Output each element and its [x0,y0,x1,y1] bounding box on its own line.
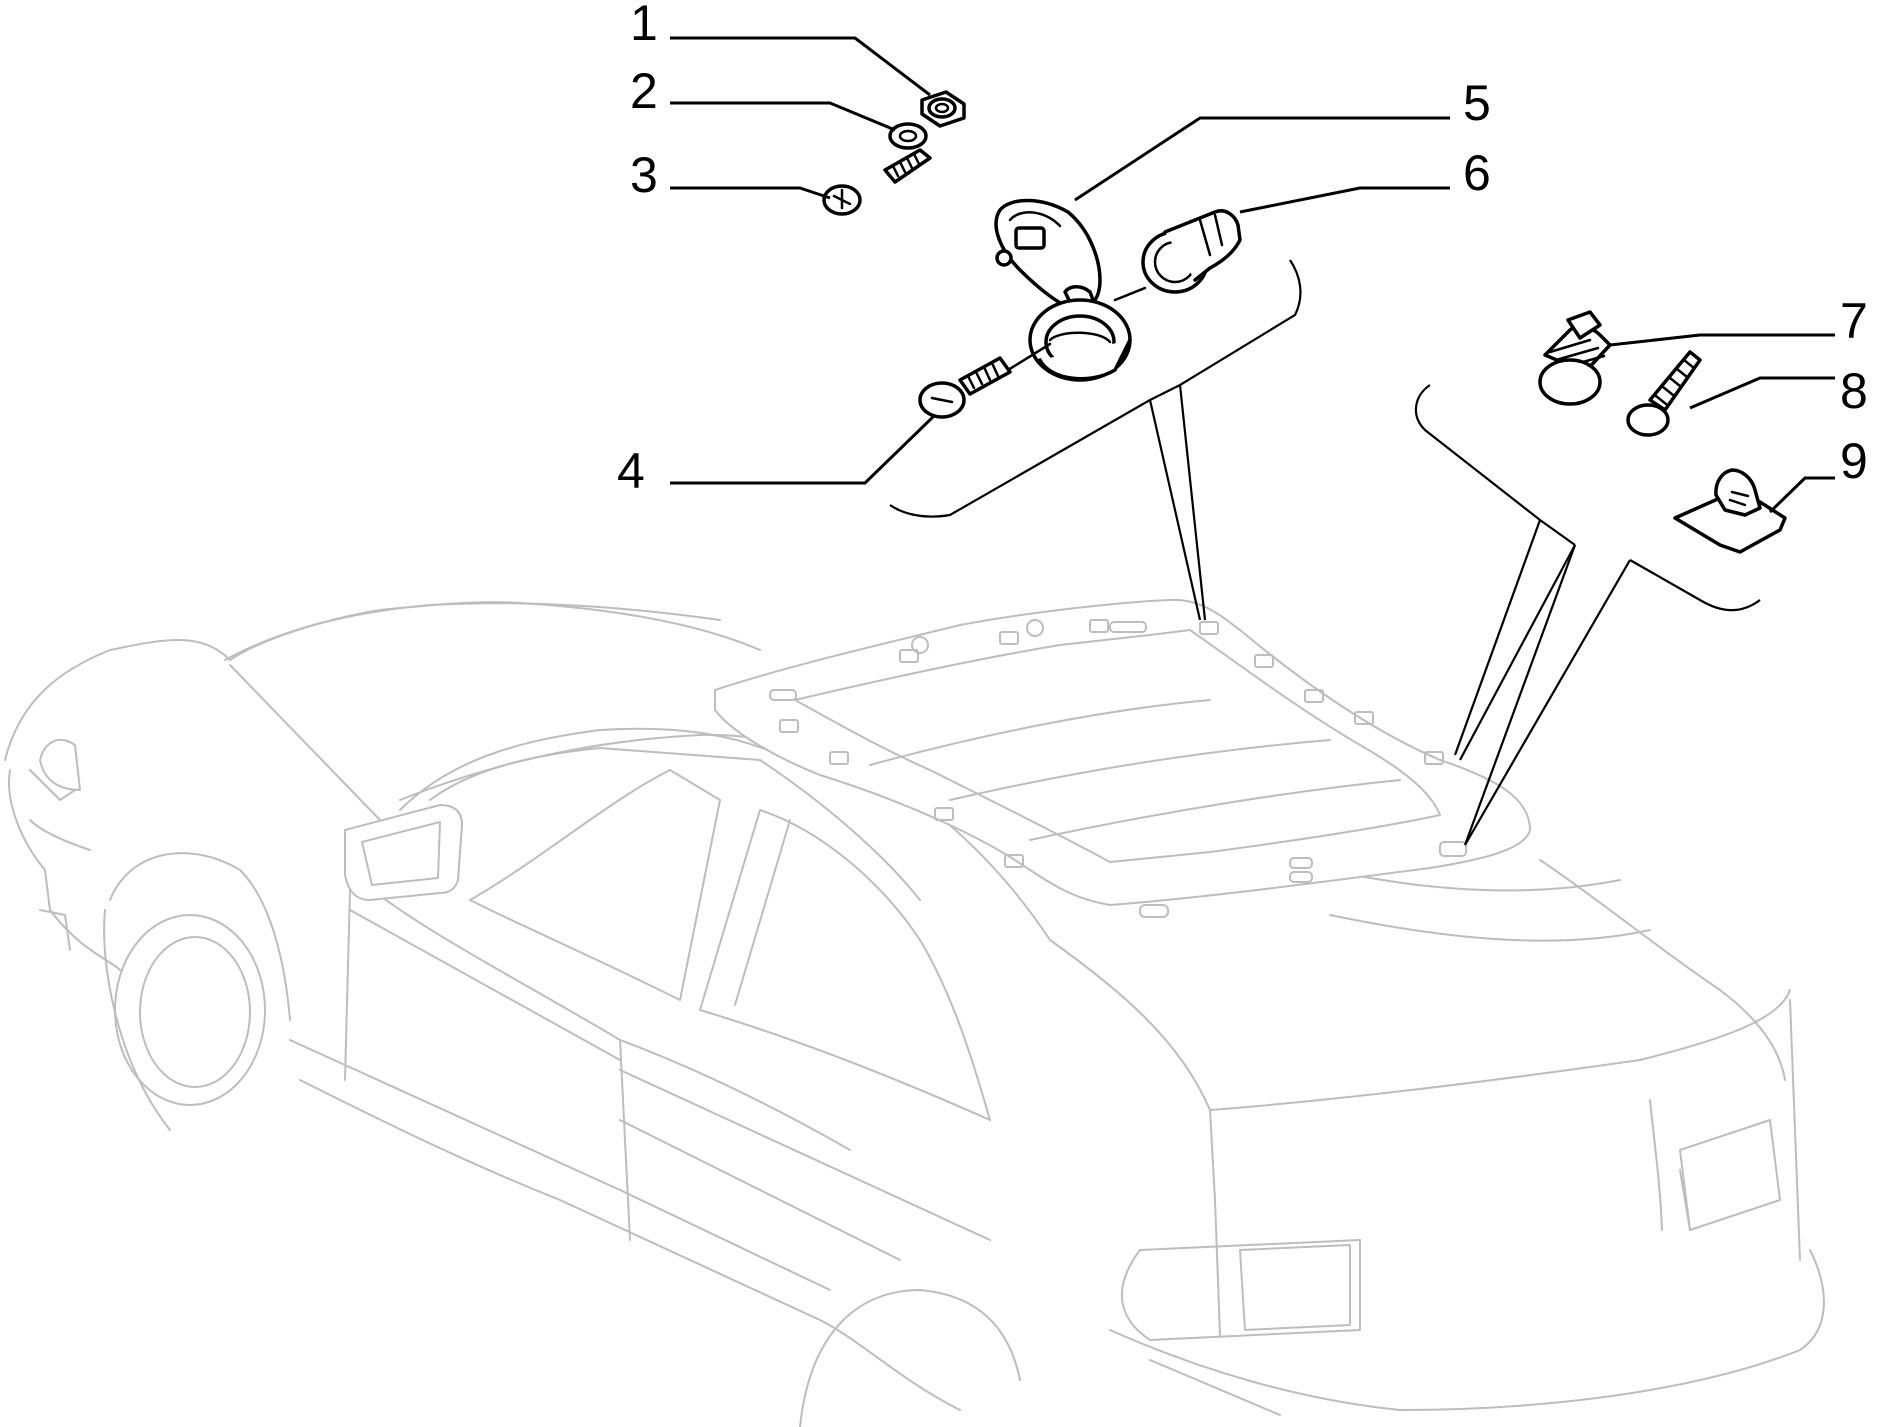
callout-8: 8 [1840,363,1868,419]
callout-4: 4 [617,443,645,499]
leader-lines [670,36,1835,514]
part-4-screw [918,356,1012,419]
part-9-bracket-clip [1673,468,1787,554]
sunroof-headliner-frame [714,598,1531,918]
frame-clip-slots [769,619,1467,918]
part-6-fuel-cap-housing [1141,209,1242,294]
part-1-nut [920,90,966,128]
callout-9: 9 [1840,433,1868,489]
callout-5: 5 [1463,75,1491,131]
part-3-screw [822,148,932,216]
part-7-clip [1538,310,1612,406]
callout-labels: 1 2 3 4 5 6 7 8 9 [617,0,1868,499]
part-2-washer [888,122,928,150]
callout-7: 7 [1840,293,1868,349]
callout-3: 3 [630,147,658,203]
callout-2: 2 [630,63,658,119]
part-8-screw [1626,350,1702,437]
car-body-outline [4,601,1825,1427]
part-5-fuel-cap-lid [994,198,1132,382]
group-brackets [889,259,1761,846]
callout-6: 6 [1463,145,1491,201]
callout-1: 1 [630,0,658,51]
